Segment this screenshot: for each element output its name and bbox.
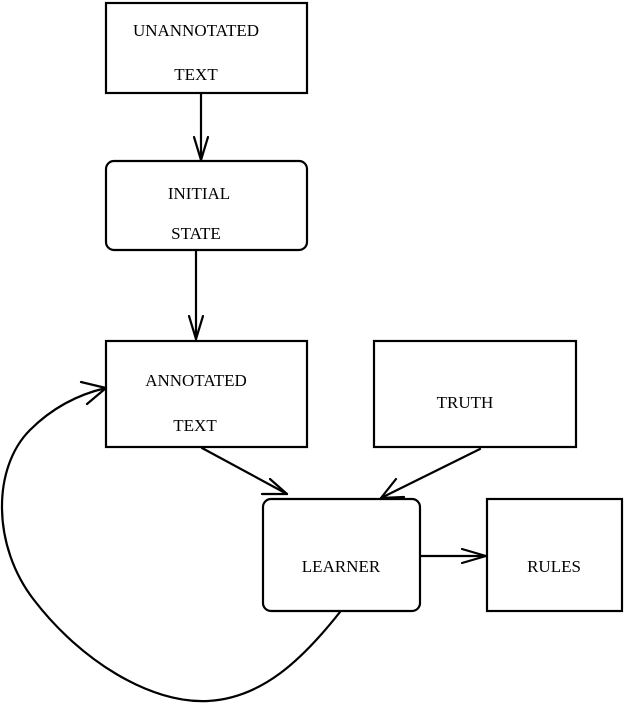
- edge-truth-to-learner-line: [379, 447, 482, 500]
- node-unannotated-text: UNANNOTATED TEXT: [104, 1, 309, 95]
- node-rules-label: RULES: [527, 557, 581, 576]
- node-initial-state: INITIAL STATE: [104, 159, 309, 252]
- node-initial-state-label-line2: STATE: [171, 224, 221, 243]
- node-truth: TRUTH: [372, 339, 578, 449]
- edge-learner-to-rules: [419, 547, 488, 565]
- edge-annotated-to-learner: [200, 446, 289, 496]
- node-annotated-text-label-line1: ANNOTATED: [145, 371, 247, 390]
- edge-unannotated-to-initial-state: [192, 92, 210, 162]
- edge-learner-to-rules-arrowhead: [460, 547, 488, 565]
- node-annotated-text: ANNOTATED TEXT: [104, 339, 309, 449]
- edge-annotated-to-learner-arrowhead: [260, 477, 289, 496]
- node-truth-label: TRUTH: [437, 393, 494, 412]
- edge-learner-to-annotated-loop-arrowhead: [79, 380, 108, 406]
- edge-annotated-to-learner-line: [200, 446, 289, 496]
- edge-truth-to-learner: [379, 447, 482, 500]
- edge-truth-to-learner-arrowhead: [379, 477, 406, 500]
- edge-learner-to-annotated-loop: [0, 380, 342, 703]
- node-learner-box: [261, 497, 422, 613]
- edge-unannotated-to-initial-state-arrowhead: [192, 135, 210, 162]
- node-unannotated-text-label-line2: TEXT: [174, 65, 218, 84]
- node-learner-label: LEARNER: [302, 557, 381, 576]
- edge-initial-state-to-annotated: [187, 249, 205, 341]
- edge-learner-to-annotated-loop-curve: [0, 386, 342, 703]
- node-unannotated-text-box: [104, 1, 309, 95]
- node-learner: LEARNER: [261, 497, 422, 613]
- node-annotated-text-box: [104, 339, 309, 449]
- edge-initial-state-to-annotated-arrowhead: [187, 314, 205, 341]
- node-initial-state-box: [104, 159, 309, 252]
- node-unannotated-text-label-line1: UNANNOTATED: [133, 21, 259, 40]
- node-rules: RULES: [485, 497, 624, 613]
- node-rules-box: [485, 497, 624, 613]
- node-truth-box: [372, 339, 578, 449]
- node-annotated-text-label-line2: TEXT: [173, 416, 217, 435]
- node-initial-state-label-line1: INITIAL: [168, 184, 230, 203]
